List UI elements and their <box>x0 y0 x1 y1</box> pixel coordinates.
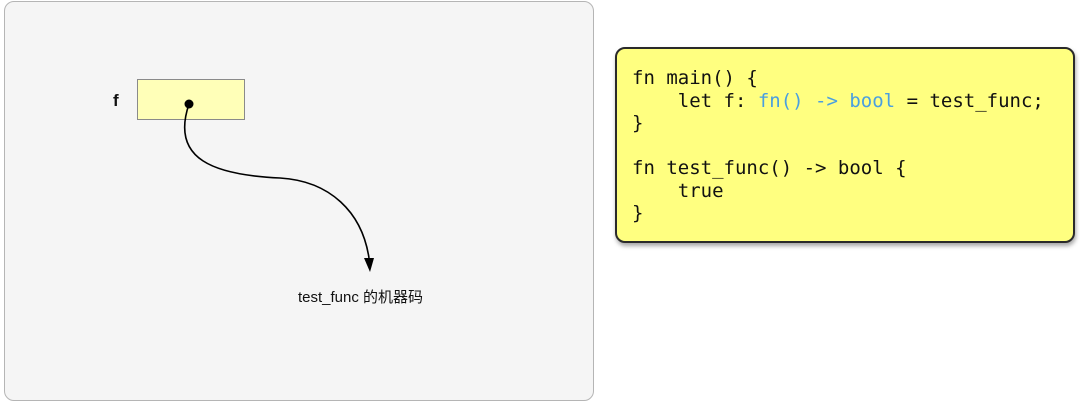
code-line-2: let f: fn() -> bool = test_func; <box>632 90 1073 113</box>
code-line-7: } <box>632 202 644 224</box>
code-indent <box>632 90 678 112</box>
code-text: let f: <box>677 89 758 112</box>
code-block: fn main() { let f: fn() -> bool = test_f… <box>615 47 1075 243</box>
code-indent <box>632 180 678 202</box>
code-line-3: } <box>632 112 644 134</box>
code-line-6: true <box>632 180 1073 203</box>
code-text: = test_func; <box>895 89 1044 112</box>
code-line-blank <box>632 135 1073 158</box>
code-text: true <box>677 179 724 202</box>
variable-label: f <box>113 91 119 110</box>
code-line-1: fn main() { <box>632 67 758 89</box>
variable-box <box>137 79 245 120</box>
fn-type-highlight: fn() -> bool <box>757 89 896 112</box>
machine-code-label: test_func 的机器码 <box>298 289 424 306</box>
diagram-panel <box>4 1 594 401</box>
code-line-5: fn test_func() -> bool { <box>632 157 907 179</box>
